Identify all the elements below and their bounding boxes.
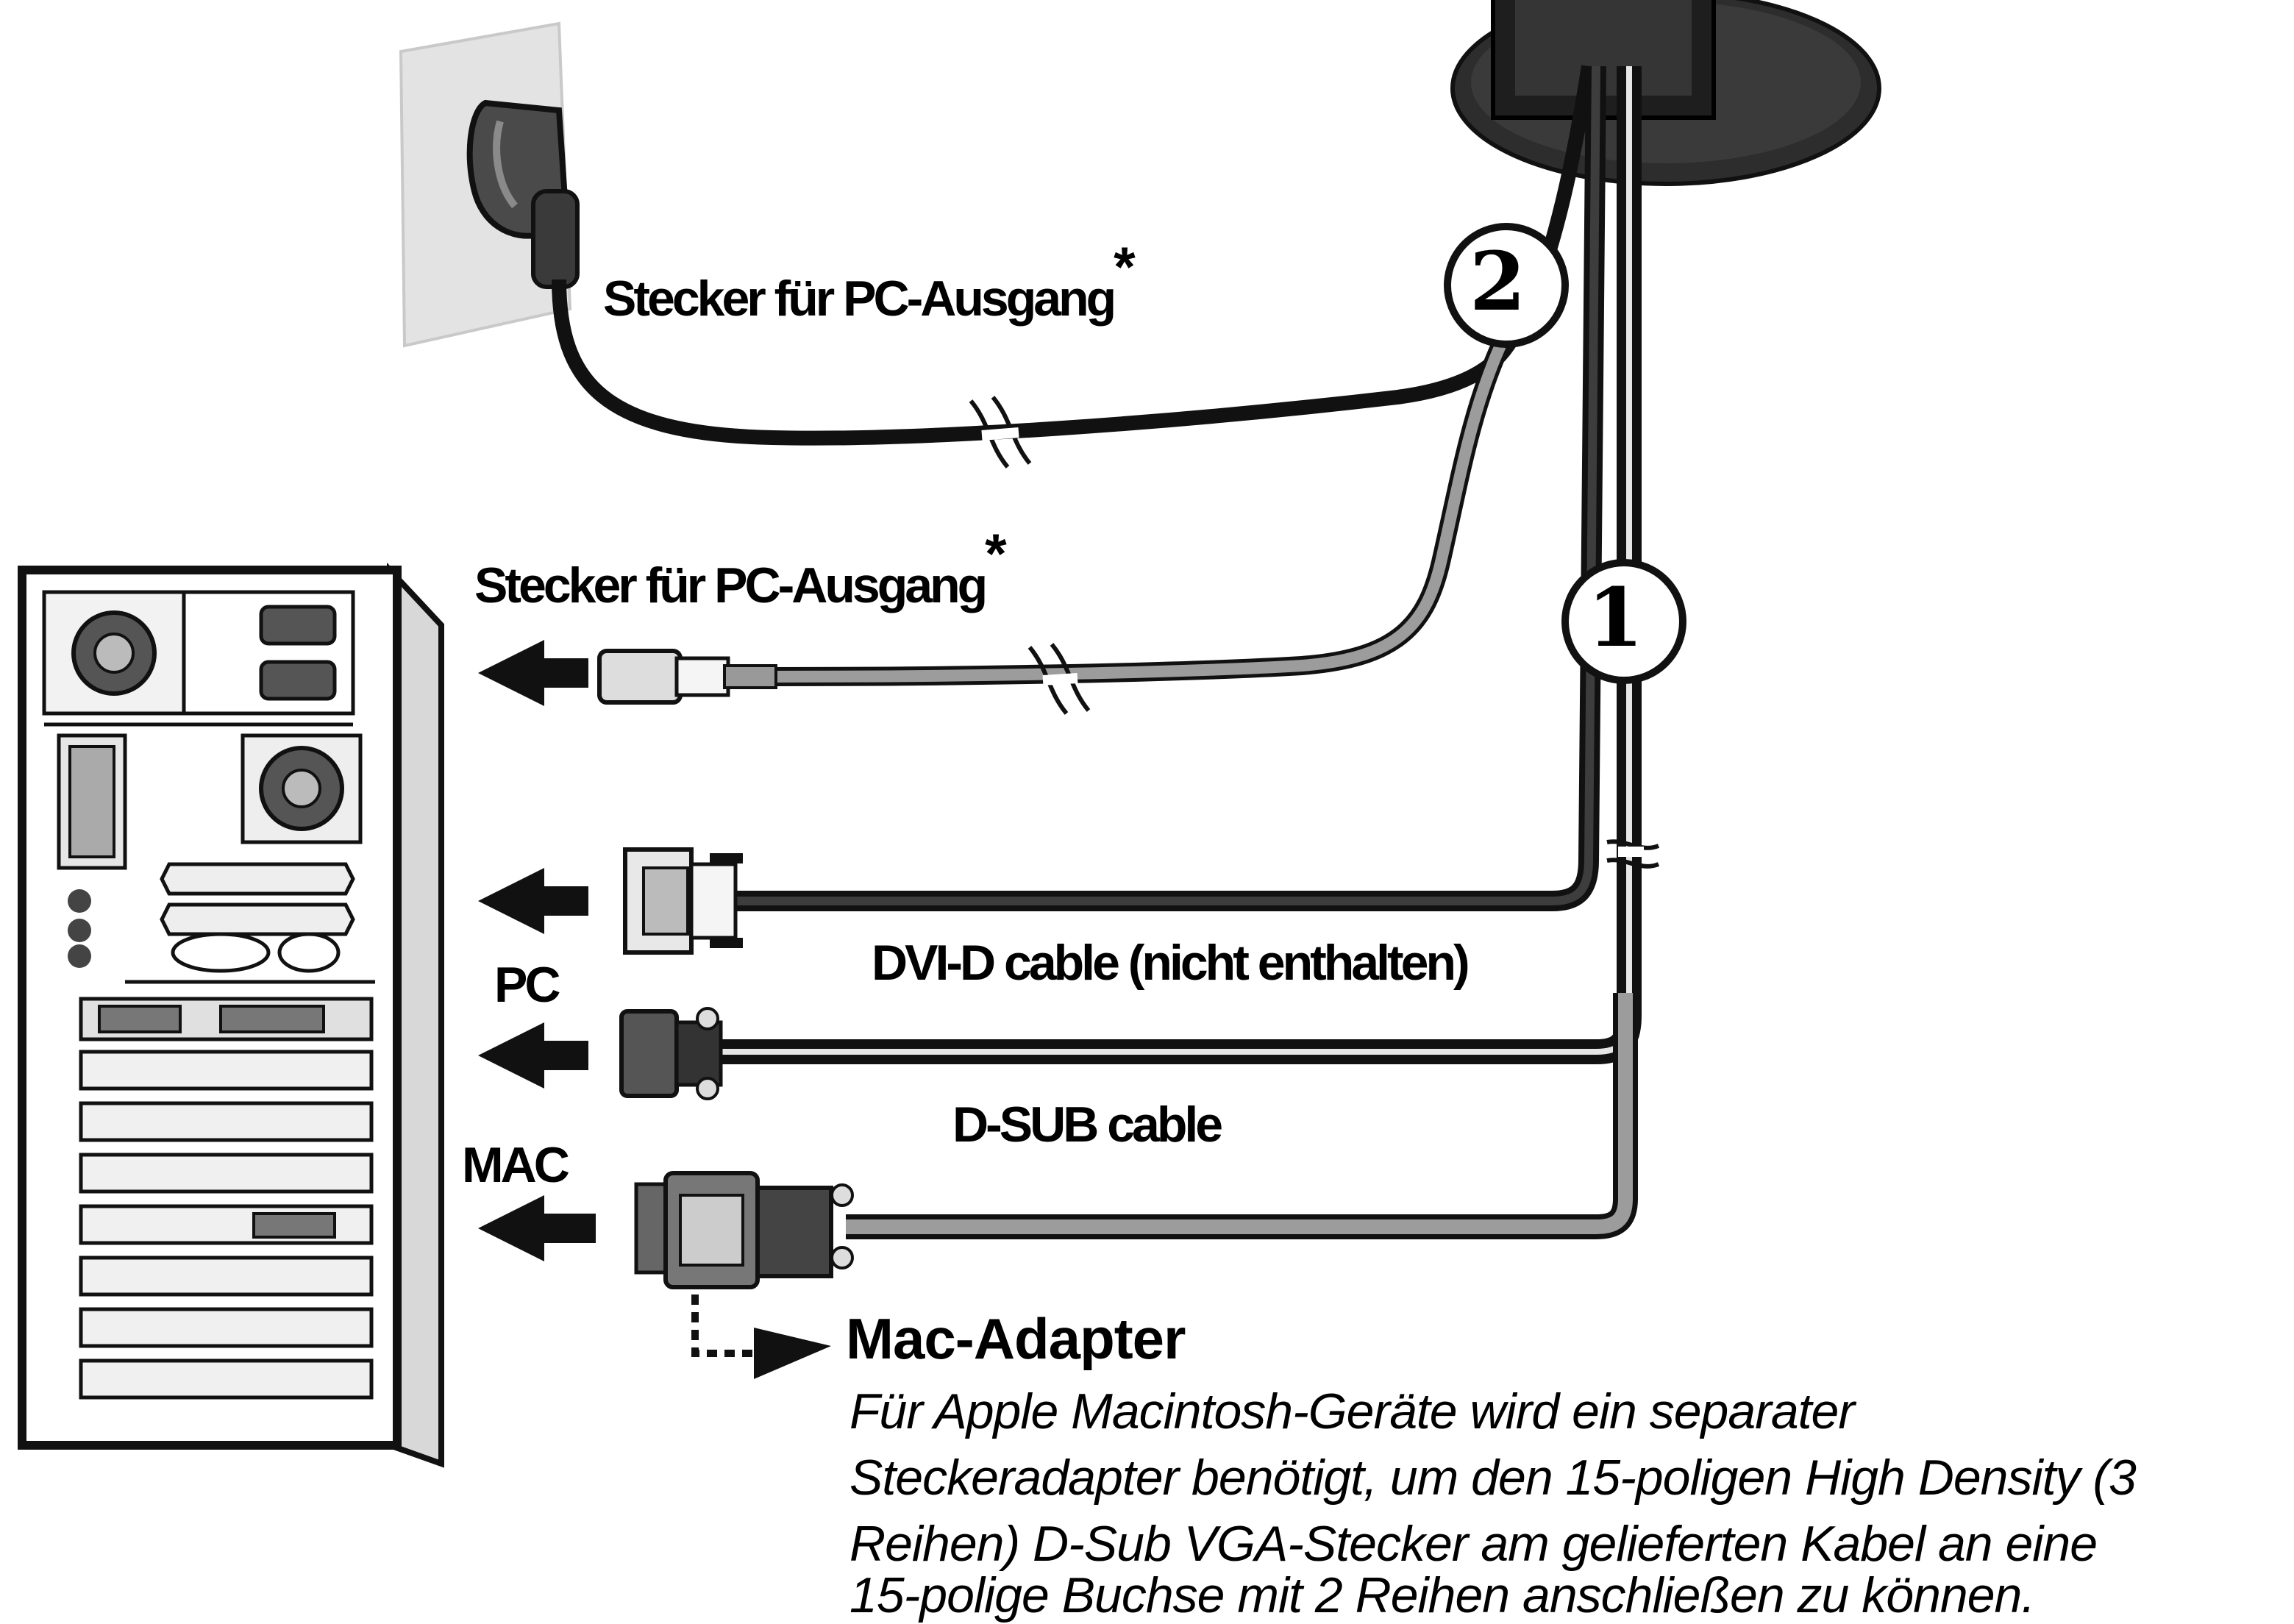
- power-plug-label: Stecker für PC-Ausgang*: [603, 236, 1136, 329]
- dsub-cable-label: D-SUB cable: [952, 1097, 1223, 1153]
- rca-connector: [597, 649, 777, 705]
- monitor-stand: [1450, 0, 1881, 186]
- mac-adapter-title: Mac-Adapter: [846, 1306, 1186, 1371]
- dsub-connector: [619, 1007, 723, 1100]
- mac-adapter-desc-line: Reihen) D-Sub VGA-Stecker am gelieferten…: [849, 1516, 2098, 1572]
- arrow-signal: [478, 640, 588, 706]
- mac-adapter-connector: [634, 1171, 854, 1289]
- mac-adapter-desc-line: Steckeradapter benötigt, um den 15-polig…: [849, 1450, 2137, 1506]
- signal-plug-label: Stecker für PC-Ausgang*: [474, 523, 1007, 616]
- marker-2: 2: [1470, 234, 1526, 329]
- signal-cable-grey: [775, 341, 1509, 715]
- wall-outlet: [399, 21, 580, 348]
- arrow-pc: [478, 1022, 588, 1089]
- power-plug-footnote-mark: *: [1114, 236, 1136, 299]
- pc-label: PC: [494, 957, 560, 1013]
- dvi-connector: [623, 847, 743, 955]
- dvi-cable-label: DVI-D cable (nicht enthalten): [872, 935, 1470, 991]
- mac-adapter-desc-line: Für Apple Macintosh-Geräte wird ein sepa…: [849, 1383, 1855, 1439]
- signal-plug-text: Stecker für PC-Ausgang: [474, 558, 988, 613]
- dvi-cable: [735, 65, 1606, 911]
- marker-2-circle: [1444, 223, 1569, 348]
- mac-adapter-pointer: [691, 1294, 831, 1379]
- mac-adapter-desc-line: 15-polige Buchse mit 2 Reihen anschließe…: [849, 1567, 2035, 1623]
- arrow-mac: [478, 1195, 596, 1261]
- dsub-cable: [721, 66, 1660, 1239]
- marker-1-circle: [1561, 559, 1686, 684]
- signal-plug-footnote-mark: *: [985, 523, 1007, 585]
- marker-1: 1: [1587, 570, 1644, 665]
- arrow-dvi: [478, 868, 588, 934]
- power-plug-text: Stecker für PC-Ausgang: [603, 271, 1116, 327]
- mac-label: MAC: [462, 1137, 570, 1193]
- pc-tower: [18, 562, 444, 1468]
